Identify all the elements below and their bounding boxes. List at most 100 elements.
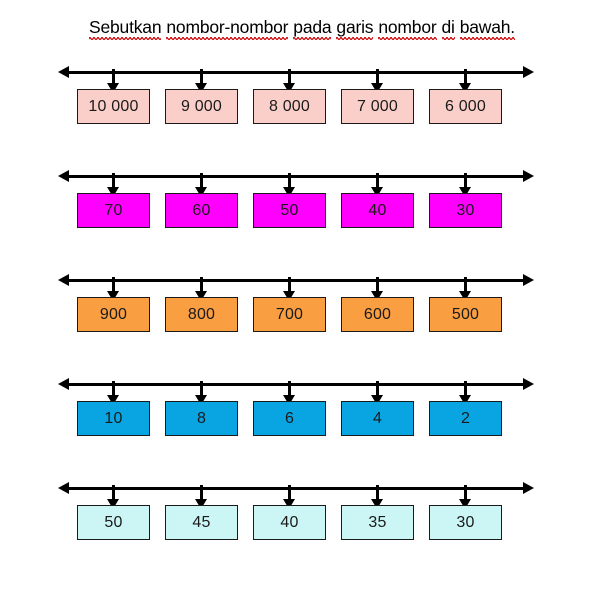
- arrow-stem: [288, 173, 291, 188]
- arrow-down-icon: [107, 277, 120, 301]
- arrow-stem: [200, 381, 203, 396]
- arrow-down-icon: [107, 69, 120, 93]
- number-value-box: 7 000: [341, 89, 414, 124]
- arrow-head: [283, 83, 295, 93]
- arrow-stem: [112, 173, 115, 188]
- arrow-stem: [112, 381, 115, 396]
- number-line-axis: [58, 170, 534, 184]
- arrow-down-icon: [283, 485, 296, 509]
- number-value-box: 6 000: [429, 89, 502, 124]
- arrow-stem: [288, 277, 291, 292]
- arrow-down-icon: [107, 485, 120, 509]
- arrow-stem: [288, 485, 291, 500]
- arrow-down-icon: [195, 485, 208, 509]
- arrow-head: [195, 187, 207, 197]
- arrow-left-icon: [58, 482, 69, 494]
- arrow-down-icon: [371, 69, 384, 93]
- arrow-stem: [200, 173, 203, 188]
- title-word: di: [441, 17, 455, 40]
- number-value-box: 70: [77, 193, 150, 228]
- arrow-stem: [112, 69, 115, 84]
- arrow-head: [371, 291, 383, 301]
- arrow-head: [195, 395, 207, 405]
- arrow-head: [459, 395, 471, 405]
- title-word: nombor-nombor: [166, 17, 288, 40]
- number-value-box: 40: [341, 193, 414, 228]
- title-word: bawah.: [459, 17, 516, 40]
- axis-line: [65, 175, 527, 178]
- axis-line: [65, 279, 527, 282]
- arrow-left-icon: [58, 274, 69, 286]
- arrow-stem: [464, 277, 467, 292]
- arrow-down-icon: [283, 173, 296, 197]
- arrow-right-icon: [523, 170, 534, 182]
- number-line-axis: [58, 482, 534, 496]
- number-value-box: 600: [341, 297, 414, 332]
- arrow-head: [195, 83, 207, 93]
- arrow-stem: [288, 69, 291, 84]
- number-value-box: 10 000: [77, 89, 150, 124]
- number-value-box: 800: [165, 297, 238, 332]
- arrow-stem: [464, 69, 467, 84]
- arrow-stem: [200, 485, 203, 500]
- arrow-down-icon: [283, 277, 296, 301]
- arrow-head: [195, 291, 207, 301]
- arrow-stem: [112, 277, 115, 292]
- arrow-stem: [112, 485, 115, 500]
- number-value-box: 8: [165, 401, 238, 436]
- arrow-down-icon: [107, 173, 120, 197]
- arrow-down-icon: [459, 173, 472, 197]
- arrow-left-icon: [58, 378, 69, 390]
- number-line-axis: [58, 274, 534, 288]
- arrow-head: [459, 187, 471, 197]
- arrow-head: [283, 395, 295, 405]
- arrow-stem: [464, 173, 467, 188]
- arrow-head: [371, 187, 383, 197]
- arrow-stem: [376, 485, 379, 500]
- arrow-head: [459, 499, 471, 509]
- arrow-head: [283, 187, 295, 197]
- number-value-box: 4: [341, 401, 414, 436]
- arrow-down-icon: [371, 277, 384, 301]
- arrow-left-icon: [58, 170, 69, 182]
- arrow-right-icon: [523, 66, 534, 78]
- number-line-axis: [58, 378, 534, 392]
- number-value-box: 6: [253, 401, 326, 436]
- arrow-stem: [464, 381, 467, 396]
- arrow-stem: [200, 277, 203, 292]
- arrow-left-icon: [58, 66, 69, 78]
- arrow-head: [107, 291, 119, 301]
- row-tens-descending: 70 60 50 40 30: [0, 161, 604, 261]
- arrow-down-icon: [371, 485, 384, 509]
- number-value-box: 50: [77, 505, 150, 540]
- arrow-down-icon: [195, 173, 208, 197]
- number-value-box: 50: [253, 193, 326, 228]
- arrow-head: [107, 395, 119, 405]
- axis-line: [65, 71, 527, 74]
- number-value-box: 60: [165, 193, 238, 228]
- number-value-box: 30: [429, 505, 502, 540]
- arrow-head: [459, 83, 471, 93]
- arrow-head: [283, 291, 295, 301]
- title-word: garis: [336, 17, 374, 40]
- number-value-box: 45: [165, 505, 238, 540]
- arrow-head: [195, 499, 207, 509]
- arrow-head: [371, 395, 383, 405]
- number-value-box: 9 000: [165, 89, 238, 124]
- number-value-box: 40: [253, 505, 326, 540]
- number-value-box: 700: [253, 297, 326, 332]
- title-word: pada: [293, 17, 332, 40]
- arrow-stem: [376, 69, 379, 84]
- arrow-head: [283, 499, 295, 509]
- arrow-stem: [464, 485, 467, 500]
- title-word: Sebutkan: [89, 17, 162, 40]
- number-value-box: 500: [429, 297, 502, 332]
- number-value-box: 2: [429, 401, 502, 436]
- arrow-head: [107, 499, 119, 509]
- number-value-box: 30: [429, 193, 502, 228]
- arrow-down-icon: [107, 381, 120, 405]
- arrow-head: [371, 499, 383, 509]
- arrow-head: [371, 83, 383, 93]
